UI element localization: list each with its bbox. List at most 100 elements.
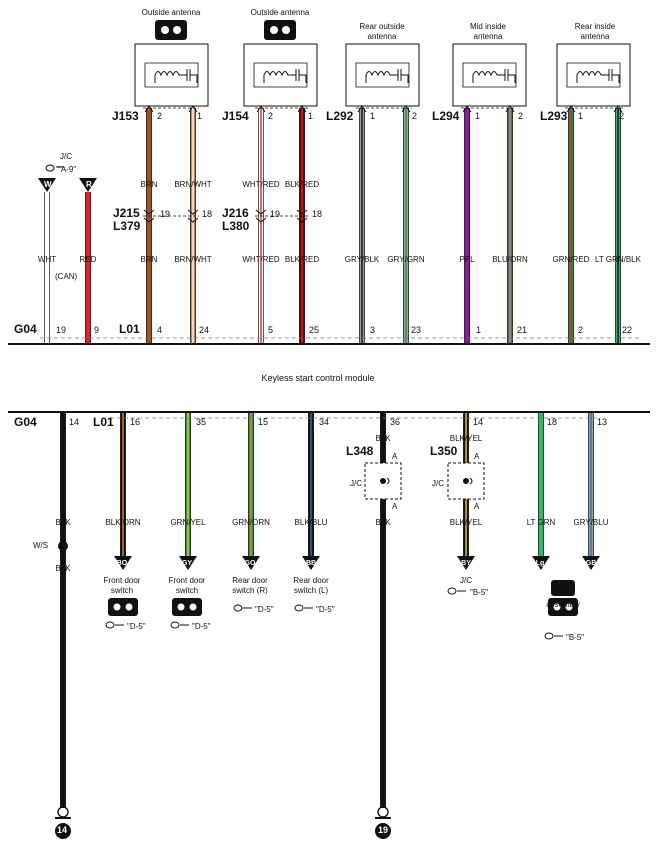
jc-l380: L380 bbox=[222, 219, 250, 233]
pin-l293-b: 2 bbox=[619, 111, 625, 121]
can-jc-ref: "A-9" bbox=[58, 165, 77, 174]
door-switch-icon-2-b bbox=[189, 603, 197, 611]
can-terminal-w: W bbox=[44, 180, 52, 189]
wire-label-gryblk: GRY/BLK bbox=[344, 255, 380, 264]
door-switch-icon-1-a bbox=[113, 603, 121, 611]
bottom-wire-l350-top: BLK/YEL bbox=[449, 434, 483, 443]
pin-arrow-2 bbox=[256, 105, 266, 113]
eye-icon-0 bbox=[105, 621, 115, 629]
key-fob-icon-2-a bbox=[270, 26, 278, 34]
module-bottom-pin-13: 13 bbox=[597, 417, 608, 427]
antenna-box-rear-outside-inner bbox=[355, 62, 410, 88]
splice-box-l348-dot bbox=[380, 478, 386, 484]
ground-symbol-14 bbox=[55, 823, 71, 839]
module-bottom-pin-14: 14 bbox=[473, 417, 484, 427]
pin-arrow-3 bbox=[297, 105, 307, 113]
ground-symbol-19-ring bbox=[377, 806, 389, 818]
bottom-wire-g04-bottom: BLK bbox=[55, 564, 71, 573]
key-fob-icon-1 bbox=[155, 20, 187, 40]
can-wire-red: RED bbox=[79, 255, 97, 264]
pin-arrow-4 bbox=[357, 105, 367, 113]
can-terminal-r: R bbox=[86, 180, 92, 189]
ws-splice bbox=[58, 541, 68, 551]
antenna-box-rear-inside-inner bbox=[566, 62, 621, 88]
antenna-title-rear-inside-1: Rear inside bbox=[574, 22, 616, 31]
dest-rear-door-l-l2: switch (L) bbox=[293, 586, 329, 595]
terminal-by: BY bbox=[461, 560, 471, 567]
module-bottom-pin-18: 18 bbox=[547, 417, 558, 427]
eye-icon-1 bbox=[170, 621, 180, 629]
pin-arrow-8 bbox=[566, 105, 576, 113]
dest-front-door-1-l1: Front door bbox=[103, 576, 141, 585]
wire-label-brn-2: BRN bbox=[140, 255, 158, 264]
splice-box-l348-hook bbox=[386, 477, 390, 485]
antenna-title-mid-inside-1: Mid inside bbox=[469, 22, 507, 31]
module-bottom-g04-pin: 14 bbox=[69, 417, 80, 427]
terminal-gb: GB bbox=[585, 560, 597, 567]
bottom-wire-blkblu: BLK/BLU bbox=[294, 518, 328, 527]
module-top-pin-25: 25 bbox=[309, 325, 320, 335]
splice-l350-a-top: A bbox=[474, 452, 480, 461]
dest-front-door-2-l2: switch bbox=[175, 586, 199, 595]
vehicle-icon bbox=[551, 580, 575, 596]
bottom-wire-grnorn: GRN/ORN bbox=[232, 518, 270, 527]
pin-j153-a: 2 bbox=[157, 111, 163, 121]
antenna-title-rear-outside-1: Rear outside bbox=[359, 22, 405, 31]
splice-l350-jc: J/C bbox=[432, 479, 444, 488]
wire-label-whtred-1: WHT/RED bbox=[242, 180, 280, 189]
module-top-pin-24: 24 bbox=[199, 325, 210, 335]
bottom-wire-grublu: GRY/BLU bbox=[573, 518, 609, 527]
ref-d5-4: "D-5" bbox=[316, 605, 335, 614]
module-bottom-l01: L01 bbox=[93, 415, 114, 429]
splice-l348-a-top: A bbox=[392, 452, 398, 461]
wire-label-brn-1: BRN bbox=[140, 180, 158, 189]
jc-l379: L379 bbox=[113, 219, 141, 233]
module-top-pin-4: 4 bbox=[157, 325, 163, 335]
dest-assembly: assembly bbox=[546, 600, 580, 609]
antenna-box-outside-1-inner bbox=[144, 62, 199, 88]
connector-j154: J154 bbox=[222, 109, 249, 123]
assembly-icon-b bbox=[565, 603, 573, 611]
ground-symbol-14-ring bbox=[57, 806, 69, 818]
module-bottom-pin-15: 15 bbox=[258, 417, 269, 427]
splice-l350: L350 bbox=[430, 444, 458, 458]
module-title: Keyless start control module bbox=[261, 373, 375, 383]
module-top-pin-23: 23 bbox=[411, 325, 422, 335]
joint-chevron-3 bbox=[296, 209, 308, 223]
dest-front-door-2-l1: Front door bbox=[168, 576, 206, 585]
ref-b5-2: "B-5" bbox=[566, 633, 585, 642]
pin-l294-b: 2 bbox=[518, 111, 524, 121]
dest-rear-door-r-l1: Rear door bbox=[232, 576, 268, 585]
bottom-wire-l350-bottom: BLK/YEL bbox=[449, 518, 483, 527]
bottom-terminal-1 bbox=[179, 556, 197, 570]
can-terminal-r-shape bbox=[79, 178, 97, 192]
terminal-bo: BO bbox=[116, 560, 128, 567]
ref-b5-1: "B-5" bbox=[470, 588, 489, 597]
ground-19: 19 bbox=[377, 825, 389, 835]
antenna-box-mid-inside-coil-icon bbox=[472, 69, 516, 83]
pin-l292-b: 2 bbox=[412, 111, 418, 121]
pin-arrow-1 bbox=[188, 105, 198, 113]
module-top-pin-22: 22 bbox=[622, 325, 633, 335]
terminal-bb: BB bbox=[305, 560, 317, 567]
joint-chevron-1 bbox=[187, 209, 199, 223]
joint-chevron-0 bbox=[143, 209, 155, 223]
jc-j216-pin-b: 18 bbox=[312, 209, 323, 219]
antenna-title-rear-inside-2: antenna bbox=[580, 32, 610, 41]
assembly-icon-a bbox=[553, 603, 561, 611]
connector-l292: L292 bbox=[326, 109, 354, 123]
eye-icon-5 bbox=[544, 632, 554, 640]
module-top-g04-pin-19: 19 bbox=[56, 325, 67, 335]
door-switch-icon-1 bbox=[108, 598, 138, 616]
bottom-terminal-2 bbox=[242, 556, 260, 570]
module-bottom-pin-35: 35 bbox=[196, 417, 207, 427]
bottom-terminal-6 bbox=[582, 556, 600, 570]
module-top-pin-1: 1 bbox=[476, 325, 482, 335]
connector-j153: J153 bbox=[112, 109, 139, 123]
pin-l292-a: 1 bbox=[370, 111, 376, 121]
jc-j215: J215 bbox=[113, 206, 140, 220]
module-top-g04: G04 bbox=[14, 322, 37, 336]
module-top-pin-3: 3 bbox=[370, 325, 376, 335]
